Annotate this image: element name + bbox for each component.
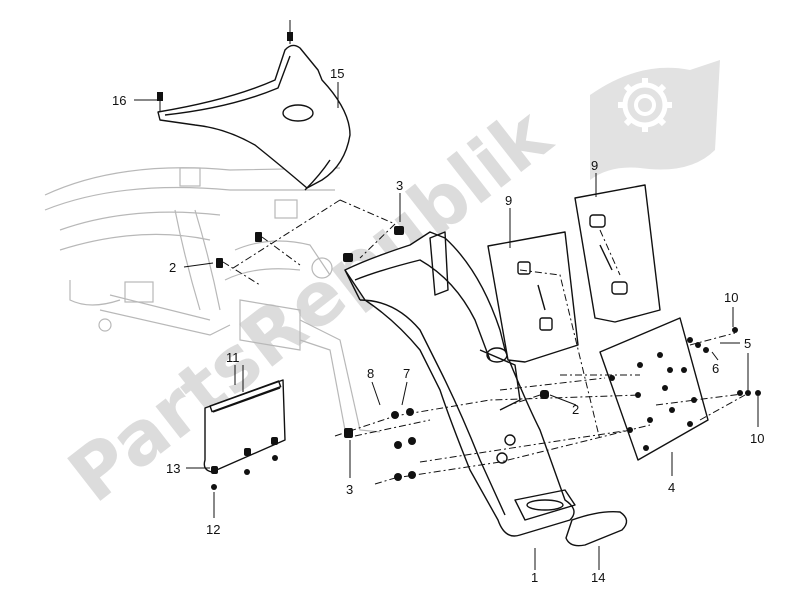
callout-9: 9	[591, 158, 598, 173]
callout-numbers: 1 2 2 3 3 4 5 6 7 8 9 9 10 10 11 12 13 1…	[112, 66, 764, 585]
leader-lines	[134, 82, 759, 570]
callout-3: 3	[346, 482, 353, 497]
callout-3: 3	[396, 178, 403, 193]
callout-2: 2	[169, 260, 176, 275]
callout-13: 13	[166, 461, 180, 476]
part-1-rear-mudguard	[344, 231, 576, 537]
callout-7: 7	[403, 366, 410, 381]
motorcycle-frame-outline	[44, 167, 381, 433]
callout-2: 2	[572, 402, 579, 417]
assembly-lines	[222, 199, 751, 485]
callout-1: 1	[531, 570, 538, 585]
callout-15: 15	[330, 66, 344, 81]
callout-5: 5	[744, 336, 751, 351]
part-15-rear-cowl	[157, 44, 351, 191]
part-4-plate-holder	[599, 317, 709, 461]
callout-11: 11	[226, 350, 240, 365]
part-16-screws	[157, 20, 293, 112]
gear-flag-icon	[590, 60, 720, 180]
fasteners	[216, 226, 761, 481]
callout-12: 12	[206, 522, 220, 537]
part-9-bracket-right	[574, 184, 661, 323]
part-9-bracket-left	[487, 231, 579, 363]
part-14-reflector	[565, 510, 628, 547]
part-12-13-hardware	[211, 437, 278, 490]
callout-6: 6	[712, 361, 719, 376]
callout-8: 8	[367, 366, 374, 381]
callout-10: 10	[724, 290, 738, 305]
part-11-plate-light	[203, 379, 286, 473]
callout-4: 4	[668, 480, 675, 495]
callout-16: 16	[112, 93, 126, 108]
callout-9: 9	[505, 193, 512, 208]
callout-14: 14	[591, 570, 605, 585]
callout-10: 10	[750, 431, 764, 446]
